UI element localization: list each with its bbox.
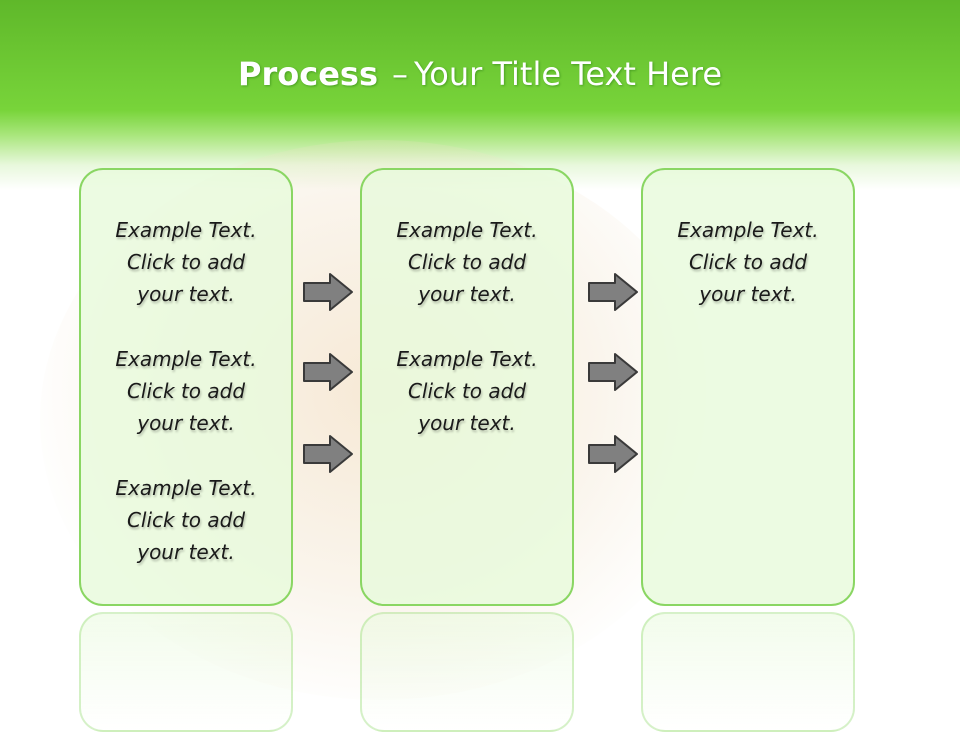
box-text[interactable]: Example Text. Click to add your text. bbox=[115, 218, 257, 306]
slide-title[interactable]: Process–Your Title Text Here bbox=[0, 55, 960, 93]
box-text[interactable]: Example Text. Click to add your text. bbox=[115, 347, 257, 435]
box-reflection bbox=[360, 612, 574, 732]
right-arrow-icon bbox=[303, 273, 353, 311]
box-text[interactable]: Example Text. Click to add your text. bbox=[396, 218, 538, 306]
box-text[interactable]: Example Text. Click to add your text. bbox=[396, 347, 538, 435]
right-arrow-icon bbox=[588, 353, 638, 391]
right-arrow-icon bbox=[588, 273, 638, 311]
title-bold: Process bbox=[238, 55, 378, 93]
process-box-3[interactable]: Example Text. Click to add your text. bbox=[641, 168, 855, 606]
box-text[interactable]: Example Text. Click to add your text. bbox=[115, 476, 257, 564]
box-reflection bbox=[79, 612, 293, 732]
box-reflection bbox=[641, 612, 855, 732]
right-arrow-icon bbox=[303, 435, 353, 473]
right-arrow-icon bbox=[303, 353, 353, 391]
process-box-2[interactable]: Example Text. Click to add your text. Ex… bbox=[360, 168, 574, 606]
title-text: Your Title Text Here bbox=[413, 55, 722, 93]
right-arrow-icon bbox=[588, 435, 638, 473]
title-separator: – bbox=[391, 55, 408, 93]
box-text[interactable]: Example Text. Click to add your text. bbox=[677, 218, 819, 306]
process-box-1[interactable]: Example Text. Click to add your text. Ex… bbox=[79, 168, 293, 606]
